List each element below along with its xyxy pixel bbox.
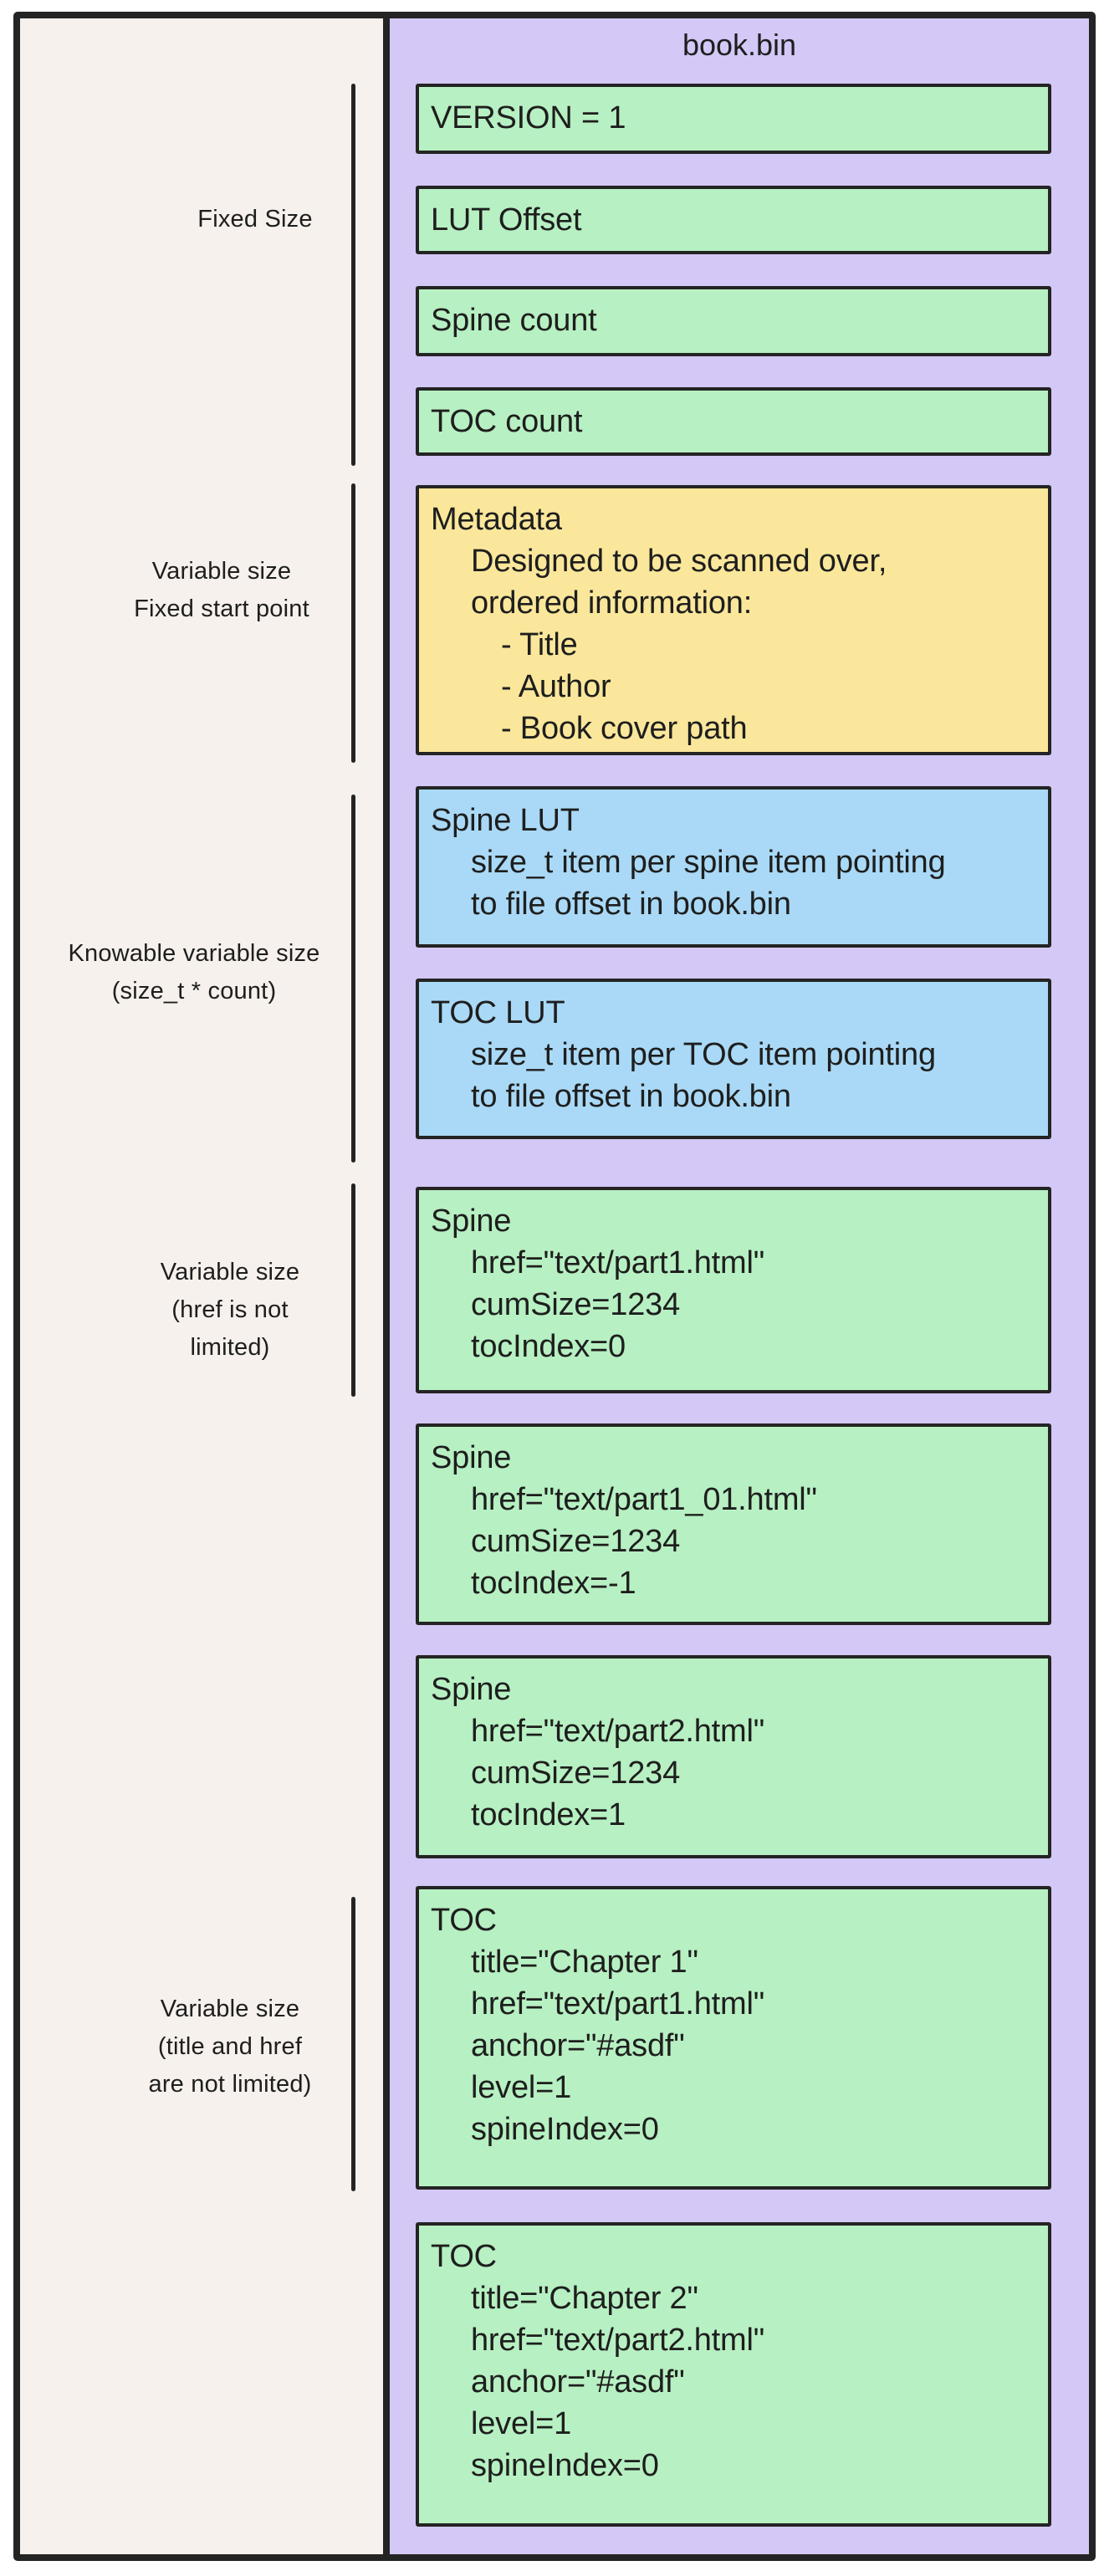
- block-text-line: href="text/part1.html": [471, 1245, 765, 1280]
- block-text-line: size_t item per spine item pointing: [471, 845, 946, 880]
- block-text-line: Spine LUT: [431, 803, 580, 838]
- block-text-line: spineIndex=0: [471, 2112, 659, 2147]
- block-text-line: Metadata: [431, 502, 562, 537]
- block-text-line: cumSize=1234: [471, 1287, 681, 1322]
- block-text-line: href="text/part2.html": [471, 2323, 765, 2358]
- block-text-line: href="text/part2.html": [471, 1714, 765, 1749]
- block-spine-3: Spine href="text/part2.html" cumSize=1234 t…: [416, 1655, 1051, 1858]
- block-text-line: anchor="#asdf": [471, 2028, 685, 2063]
- block-toc-1: TOC title="Chapter 1" href="text/part1.htm…: [416, 1886, 1051, 2190]
- block-text-line: level=1: [471, 2070, 572, 2105]
- block-text-line: - Title: [501, 627, 578, 662]
- block-text-line: level=1: [471, 2406, 572, 2441]
- annotation-line: (title and href: [157, 2033, 303, 2060]
- size-bracket: [351, 84, 355, 466]
- block-text-line: VERSION = 1: [431, 100, 626, 135]
- block-text-line: - Author: [501, 669, 611, 704]
- annotation-line: limited): [190, 1334, 270, 1361]
- block-text-line: href="text/part1_01.html": [471, 1482, 817, 1517]
- block-lut-offset: LUT Offset: [416, 186, 1051, 254]
- block-text-line: ordered information:: [471, 585, 753, 621]
- annotation-line: Knowable variable size: [68, 940, 320, 967]
- block-text-line: TOC: [431, 1903, 497, 1938]
- block-text-line: tocIndex=-1: [471, 1566, 636, 1601]
- block-text-line: size_t item per TOC item pointing: [471, 1037, 936, 1072]
- block-text-line: Spine: [431, 1204, 512, 1239]
- size-bracket: [351, 483, 355, 763]
- size-bracket: [351, 1897, 355, 2191]
- block-text-line: anchor="#asdf": [471, 2364, 685, 2400]
- block-version: VERSION = 1: [416, 84, 1051, 154]
- size-annotation-knowable-variable-size: Knowable variable size (size_t * count): [18, 935, 370, 1010]
- annotation-line: (size_t * count): [111, 978, 277, 1004]
- size-annotation-fixed-size: Fixed Size: [79, 201, 431, 238]
- block-text-line: href="text/part1.html": [471, 1986, 765, 2021]
- block-text-line: Spine count: [431, 303, 597, 338]
- block-text-line: cumSize=1234: [471, 1756, 681, 1791]
- block-spine-1: Spine href="text/part1.html" cumSize=1234 t…: [416, 1187, 1051, 1393]
- block-toc-count: TOC count: [416, 387, 1051, 456]
- block-spine-count: Spine count: [416, 286, 1051, 356]
- size-annotation-variable-size-href: Variable size (href is not limited): [54, 1254, 406, 1367]
- block-spine-2: Spine href="text/part1_01.html" cumSize=12…: [416, 1423, 1051, 1625]
- annotation-line: Fixed start point: [134, 595, 309, 622]
- block-text-line: TOC LUT: [431, 995, 565, 1030]
- block-text-line: spineIndex=0: [471, 2448, 659, 2483]
- block-toc-lut: TOC LUT size_t item per TOC item pointing…: [416, 979, 1051, 1139]
- block-text-line: - Book cover path: [501, 711, 748, 746]
- annotation-line: Variable size: [160, 1259, 300, 1285]
- annotation-line: Fixed Size: [197, 206, 313, 233]
- block-text-line: to file offset in book.bin: [471, 887, 791, 922]
- file-title: book.bin: [682, 28, 797, 62]
- block-text-line: title="Chapter 1": [471, 1945, 698, 1980]
- block-text-line: LUT Offset: [431, 202, 582, 238]
- annotation-line: (href is not: [171, 1296, 289, 1323]
- annotation-line: Variable size: [151, 558, 292, 585]
- block-text-line: TOC count: [431, 404, 583, 439]
- block-text-line: Designed to be scanned over,: [471, 544, 887, 579]
- block-text-line: TOC: [431, 2239, 497, 2274]
- block-text-line: tocIndex=0: [471, 1329, 626, 1364]
- block-text-line: to file offset in book.bin: [471, 1079, 791, 1114]
- block-text-line: title="Chapter 2": [471, 2281, 698, 2316]
- annotation-line: Variable size: [160, 1996, 300, 2022]
- block-spine-lut: Spine LUT size_t item per spine item poin…: [416, 786, 1051, 948]
- block-text-line: cumSize=1234: [471, 1524, 681, 1559]
- block-text-line: Spine: [431, 1672, 512, 1707]
- size-bracket: [351, 1183, 355, 1397]
- block-text-line: Spine: [431, 1440, 512, 1475]
- size-annotation-variable-size-title-href: Variable size (title and href are not limi…: [54, 1991, 406, 2103]
- annotation-line: are not limited): [148, 2071, 312, 2098]
- block-text-line: tocIndex=1: [471, 1797, 626, 1832]
- block-toc-2: TOC title="Chapter 2" href="text/part2.htm…: [416, 2222, 1051, 2527]
- size-bracket: [351, 795, 355, 1163]
